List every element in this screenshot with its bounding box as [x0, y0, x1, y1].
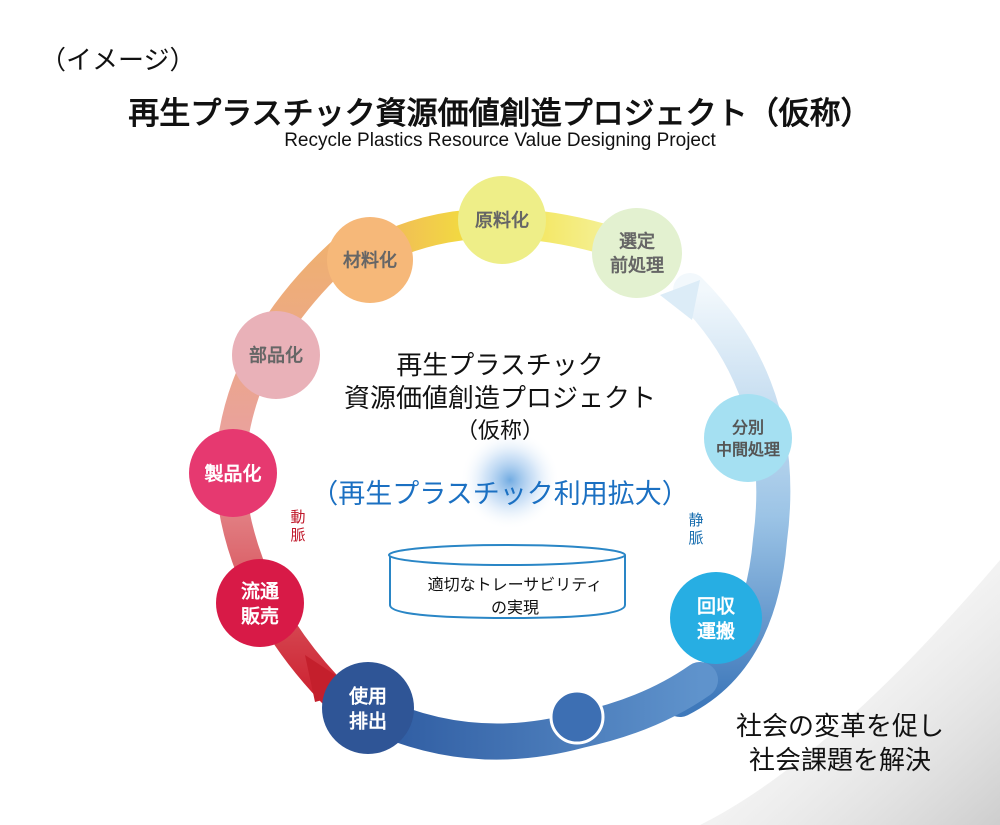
- ring-band-right: [663, 273, 791, 717]
- page-curl-shadow: [700, 560, 1000, 825]
- center-title-line2: 資源価値創造プロジェクト: [343, 384, 656, 414]
- stage-circle: [322, 662, 414, 754]
- goal-text-line2: 社会課題を解決: [748, 746, 931, 776]
- venous-arrowhead: [660, 280, 700, 320]
- stage-label: 部品化: [249, 344, 303, 366]
- main-subtitle: Recycle Plastics Resource Value Designin…: [284, 130, 716, 151]
- stage-label: 選定: [619, 230, 655, 252]
- stage-label: 製品化: [203, 462, 261, 485]
- traceability-cylinder: [388, 544, 626, 620]
- stage-label: 原料化: [475, 209, 529, 231]
- center-expansion-label: （再生プラスチック利用拡大）: [311, 479, 689, 510]
- stage-label: 分別: [732, 418, 764, 437]
- stage-label: 材料化: [343, 249, 397, 271]
- stage-circle: [458, 176, 546, 264]
- stage-circle: [232, 311, 320, 399]
- stage-7: 製品化: [189, 429, 277, 517]
- stage-0: 原料化: [458, 176, 546, 264]
- stage-8: 部品化: [232, 311, 320, 399]
- stage-9: 材料化: [327, 217, 413, 303]
- arterial-flow-label: 動脈: [290, 508, 306, 544]
- stage-label: 排出: [349, 709, 387, 732]
- stage-circle: [549, 689, 605, 745]
- goal-text-line1: 社会の変革を促し: [735, 712, 944, 742]
- stage-circle: [704, 394, 792, 482]
- stage-circle: [216, 559, 304, 647]
- main-title: 再生プラスチック資源価値創造プロジェクト（仮称）: [128, 96, 872, 132]
- stage-4: [549, 689, 605, 745]
- ring-band-bottom: [352, 662, 718, 760]
- center-title-line3: （仮称）: [455, 419, 544, 444]
- stage-label: 回収: [697, 595, 736, 617]
- center-title-line1: 再生プラスチック: [396, 351, 604, 381]
- stage-circle: [189, 429, 277, 517]
- traceability-label-line2: の実現: [490, 598, 539, 617]
- stage-label: 前処理: [610, 254, 664, 276]
- stage-label: 販売: [241, 604, 279, 627]
- stage-circle: [670, 572, 762, 664]
- center-glow: [460, 430, 560, 530]
- stage-label: 中間処理: [716, 440, 780, 459]
- image-note: （イメージ）: [40, 46, 196, 76]
- stage-circle: [592, 208, 682, 298]
- stage-circle: [327, 217, 413, 303]
- stage-label: 流通: [241, 579, 280, 602]
- venous-flow-label: 静脈: [688, 511, 704, 547]
- traceability-label-line1: 適切なトレーサビリティ: [427, 575, 603, 594]
- stage-label: 使用: [348, 685, 387, 707]
- stage-label: 運搬: [697, 619, 735, 642]
